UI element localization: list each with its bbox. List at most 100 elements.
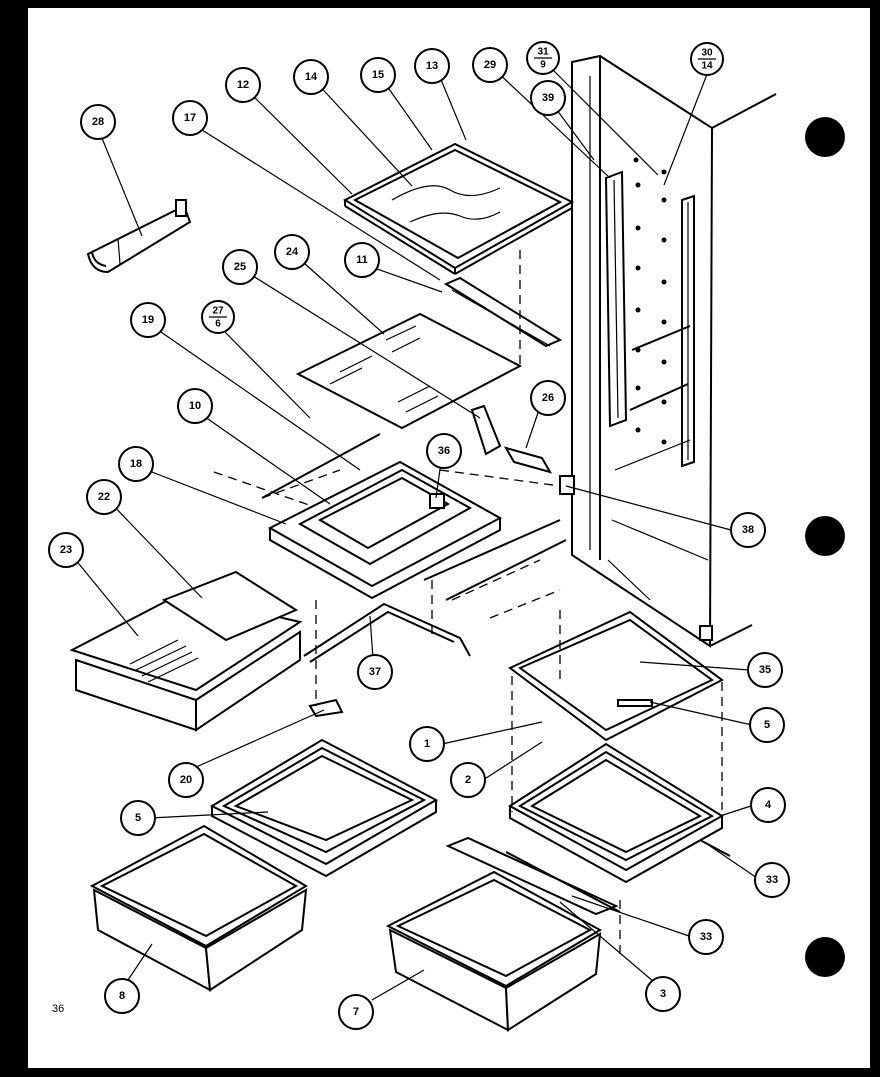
callout-circle [360,57,396,93]
callout-circle [747,652,783,688]
fraction-top: 27 [212,306,224,317]
callout-c4: 4 [750,787,786,823]
callout-circle [48,532,84,568]
callout-c7: 7 [338,994,374,1030]
callout-c20: 20 [168,762,204,798]
callout-label: 29 [484,59,496,71]
liner-holes [633,157,667,445]
callout-c29: 29 [472,47,508,83]
fraction-bottom: 6 [215,319,221,330]
callout-c5b: 5 [120,800,156,836]
callout-label: 33 [700,931,712,943]
callout-circle [338,994,374,1030]
binder-hole-top [805,117,845,157]
part-23-meat-pan [69,570,303,732]
callout-circle [426,433,462,469]
callout-circle [750,787,786,823]
callout-circle [130,302,166,338]
callout-c39: 39 [530,80,566,116]
callout-circle [168,762,204,798]
fraction-top: 30 [701,48,713,59]
callout-label: 1 [424,738,430,750]
callout-label: 23 [60,544,72,556]
callout-c17: 17 [172,100,208,136]
callout-circle [344,242,380,278]
callout-c15: 15 [360,57,396,93]
callout-label: 8 [119,990,125,1002]
callout-c26: 26 [530,380,566,416]
callout-c2: 2 [450,762,486,798]
callout-circle [222,249,258,285]
callout-circle [172,100,208,136]
fraction-callout-f27: 276 [201,300,235,334]
part-20-spacer [308,698,344,718]
callout-label: 3 [660,988,666,1000]
leader-lines [69,61,761,1001]
callout-c33b: 33 [688,919,724,955]
callout-label: 20 [180,774,192,786]
callout-circle [80,104,116,140]
callout-circle [118,446,154,482]
callout-circle [688,919,724,955]
callout-c18: 18 [118,446,154,482]
callout-c11: 11 [344,242,380,278]
callout-label: 4 [765,799,772,811]
callout-circle [530,80,566,116]
callout-label: 2 [465,774,471,786]
part-38-clip [559,475,575,495]
alignment-lines [213,471,621,960]
part-7-drawer [385,870,603,1032]
callout-circle [414,48,450,84]
callout-label: 14 [305,71,318,83]
callout-circle [749,707,785,743]
callout-c1: 1 [409,726,445,762]
binder-hole-middle [805,516,845,556]
callout-label: 28 [92,116,104,128]
callout-circle [357,654,393,690]
callout-label: 38 [742,524,754,536]
pan-grille [129,639,199,683]
callout-label: 24 [286,246,299,258]
callout-circle [530,380,566,416]
fraction-callout-f31: 319 [526,41,560,75]
callout-c14: 14 [293,59,329,95]
glass-shelf [295,250,523,430]
callout-circle [293,59,329,95]
callout-c35: 35 [747,652,783,688]
callout-label: 15 [372,69,384,81]
callout-label: 18 [130,458,142,470]
part-8-drawer [89,824,308,992]
callout-c5a: 5 [749,707,785,743]
callout-circle [104,978,140,1014]
cabinet-liner [571,54,777,648]
callout-label: 26 [542,392,554,404]
callout-label: 25 [234,261,246,273]
callout-c23: 23 [48,532,84,568]
part-28-dairy-door [86,199,192,274]
fraction-top: 31 [537,47,549,58]
callout-label: 22 [98,491,110,503]
callout-label: 33 [766,874,778,886]
callout-label: 11 [356,254,368,266]
callout-label: 10 [189,400,201,412]
callout-label: 36 [438,445,450,457]
callout-c19: 19 [130,302,166,338]
callout-label: 7 [353,1006,359,1018]
left-crisper-cover [209,738,439,878]
part-11-shelf-track [443,276,563,348]
callout-label: 19 [142,314,154,326]
callout-label: 12 [237,79,249,91]
callout-c25: 25 [222,249,258,285]
right-crisper-cover [508,610,724,812]
callout-label: 5 [135,812,141,824]
callout-label: 13 [426,60,438,72]
callout-circle [754,862,790,898]
callout-circle [177,388,213,424]
callout-c3: 3 [645,976,681,1012]
callout-circle [274,234,310,270]
